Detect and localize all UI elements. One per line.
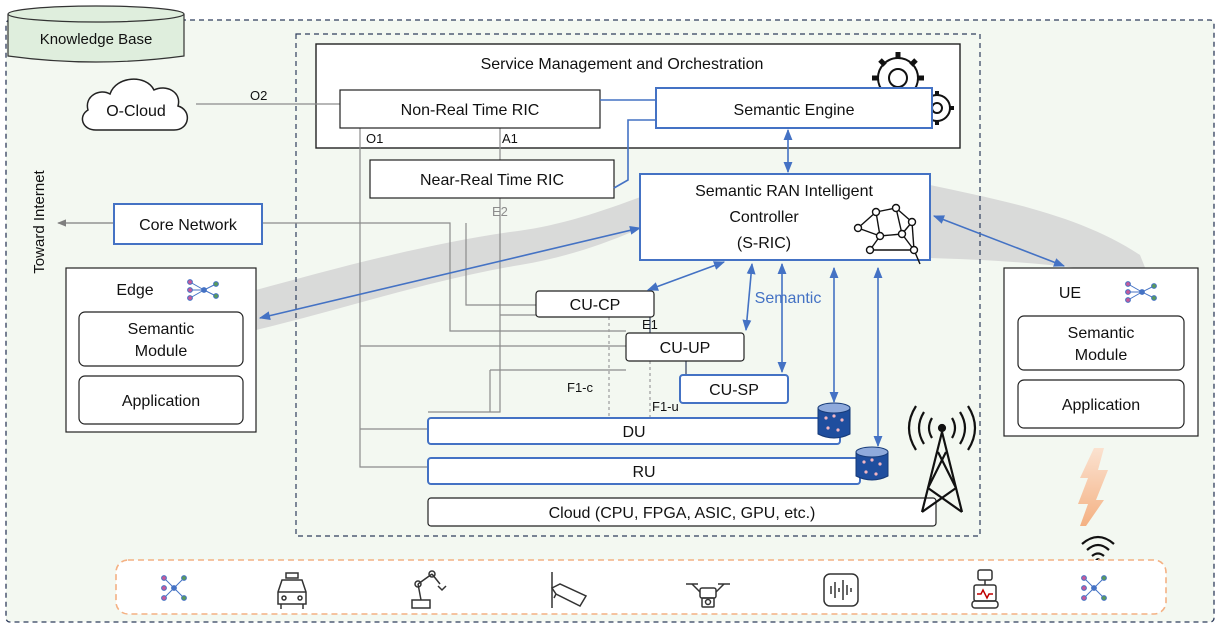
edge-panel: Edge Semantic Module Application bbox=[65, 267, 257, 433]
cu-sp-label: CU-SP bbox=[709, 382, 759, 399]
ue-neural-icon bbox=[1125, 281, 1157, 303]
database-icon bbox=[817, 402, 851, 439]
edge-app: Application bbox=[122, 393, 200, 410]
wireless-link-icon bbox=[1078, 448, 1108, 526]
ue-module-line2: Module bbox=[1075, 347, 1128, 364]
semantic-engine-box bbox=[655, 87, 933, 129]
device-neural-net-1-icon bbox=[161, 575, 187, 601]
e1-label: E1 bbox=[642, 317, 658, 332]
smo-label: Service Management and Orchestration bbox=[481, 56, 764, 73]
cloud-label: Cloud (CPU, FPGA, ASIC, GPU, etc.) bbox=[549, 505, 816, 522]
knowledge-base: Knowledge Base bbox=[7, 5, 185, 63]
toward-internet-label: Toward Internet bbox=[31, 169, 48, 273]
s-ric-line3: (S-RIC) bbox=[737, 235, 791, 252]
cloud-box bbox=[427, 497, 937, 527]
near-rt-ric-box bbox=[369, 159, 615, 199]
semantic-links bbox=[258, 128, 1066, 448]
o-cloud-label: O-Cloud bbox=[106, 103, 166, 120]
edge-module-line2: Module bbox=[135, 343, 188, 360]
du-label: DU bbox=[622, 424, 645, 441]
surveillance-camera-icon bbox=[550, 572, 588, 608]
f1-dashed bbox=[608, 317, 651, 418]
ue-app: Application bbox=[1062, 397, 1140, 414]
o-ran-boundary bbox=[295, 33, 981, 537]
f1u-label: F1-u bbox=[652, 399, 679, 414]
cu-sp-box bbox=[679, 374, 789, 404]
s-ric-line1: Semantic RAN Intelligent bbox=[695, 183, 873, 200]
cu-up-box bbox=[625, 332, 745, 362]
cell-tower-icon bbox=[907, 405, 977, 513]
core-network-box bbox=[113, 203, 263, 245]
robot-icon bbox=[971, 569, 999, 609]
semantic-engine-label: Semantic Engine bbox=[734, 102, 855, 119]
non-rt-ric-label: Non-Real Time RIC bbox=[401, 102, 540, 119]
device-neural-net-2-icon bbox=[1081, 575, 1107, 601]
knowledge-base-label: Knowledge Base bbox=[40, 31, 153, 48]
robot-arm-icon bbox=[411, 570, 447, 609]
ru-label: RU bbox=[632, 464, 655, 481]
core-network-label: Core Network bbox=[139, 217, 238, 234]
o2-label: O2 bbox=[250, 88, 267, 103]
s-ric-box bbox=[639, 173, 931, 261]
cu-cp-label: CU-CP bbox=[570, 297, 621, 314]
semantic-label: Semantic bbox=[755, 290, 822, 307]
ue-module-line1: Semantic bbox=[1068, 325, 1135, 342]
o-cloud: O-Cloud bbox=[81, 78, 188, 131]
ue-title: UE bbox=[1059, 285, 1081, 302]
cu-up-label: CU-UP bbox=[660, 340, 711, 357]
edge-module-line1: Semantic bbox=[128, 321, 195, 338]
near-rt-ric-label: Near-Real Time RIC bbox=[420, 172, 564, 189]
ue-panel: UE Semantic Module Application bbox=[1003, 267, 1199, 437]
edge-neural-icon bbox=[187, 279, 219, 301]
non-rt-ric-box bbox=[339, 89, 601, 129]
s-ric-line2: Controller bbox=[729, 209, 799, 226]
f1c-label: F1-c bbox=[567, 380, 594, 395]
outer-boundary bbox=[5, 19, 1215, 623]
neural-network-icon bbox=[853, 203, 921, 265]
e2-label: E2 bbox=[492, 204, 508, 219]
devices-bar bbox=[115, 559, 1167, 615]
audio-waveform-icon bbox=[823, 573, 859, 607]
edge-title: Edge bbox=[116, 282, 153, 299]
drone-icon bbox=[686, 583, 730, 608]
a1-label: A1 bbox=[502, 131, 518, 146]
database-icon bbox=[855, 446, 889, 481]
taxi-icon bbox=[277, 572, 307, 609]
o1-label: O1 bbox=[366, 131, 383, 146]
semantic-engine-links bbox=[600, 99, 656, 189]
